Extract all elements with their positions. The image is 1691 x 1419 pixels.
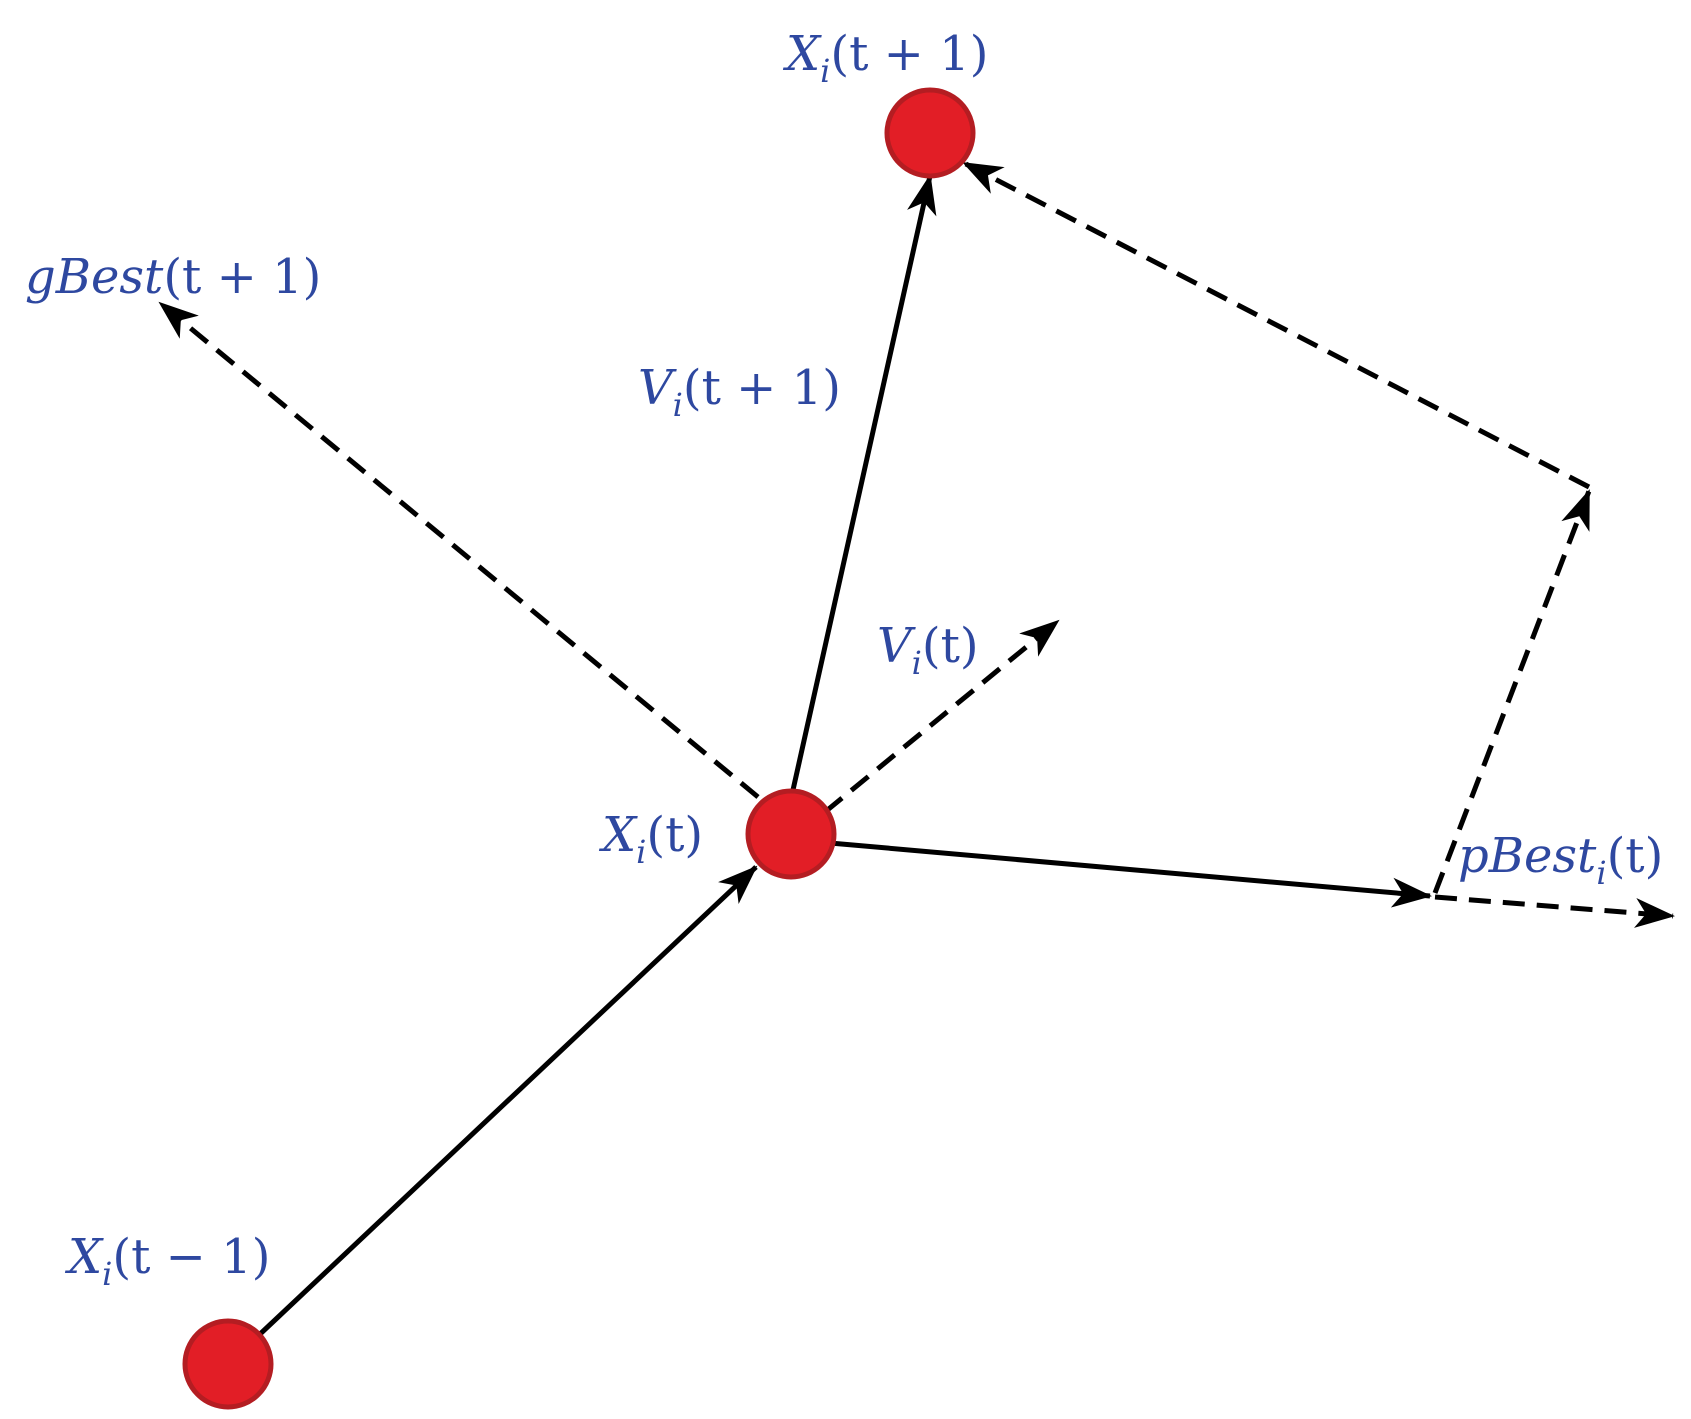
label-x-curr: Xi(t): [598, 807, 703, 871]
edge-xcurr-vcurr: [823, 619, 1060, 814]
label-p-best: pBesti(t): [1458, 828, 1663, 892]
label-g-best: gBest(t + 1): [25, 249, 321, 305]
label-x-next: Xi(t + 1): [782, 26, 988, 90]
edges: [158, 160, 1675, 1338]
node-x-prev: [182, 1318, 274, 1410]
edge-corner-to-xnext: [962, 160, 1591, 490]
edge-xprev-to-xcurr: [256, 865, 758, 1338]
edge-pbest-to-corner: [1432, 489, 1592, 894]
label-v-next: Vi(t + 1): [638, 360, 841, 424]
label-x-prev: Xi(t − 1): [64, 1229, 270, 1293]
node-x-next: [884, 87, 976, 179]
labels: Xi(t + 1) gBest(t + 1) Vi(t + 1) Vi(t) X…: [25, 26, 1663, 1293]
nodes: [182, 87, 976, 1410]
label-v-curr: Vi(t): [877, 618, 979, 682]
node-x-curr: [745, 788, 837, 880]
edge-xcurr-to-pbest: [829, 840, 1432, 908]
edge-pbest-extension: [1434, 894, 1675, 928]
edge-xcurr-to-xnext: [790, 174, 937, 791]
edge-xcurr-to-gbest: [158, 301, 760, 799]
